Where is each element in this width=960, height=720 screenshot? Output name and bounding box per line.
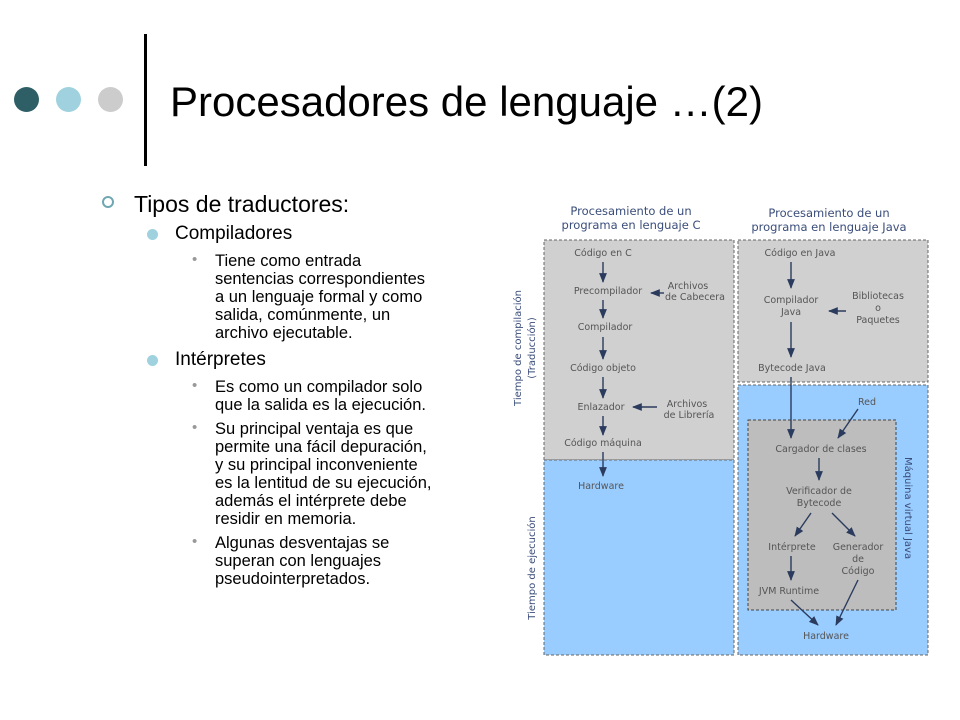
section-label: Compiladores <box>175 223 293 244</box>
node-archivos-libreria-1: Archivos <box>667 399 708 410</box>
heading-bullet: Tipos de traductores: <box>100 190 510 218</box>
bullet-line: permite una fácil depuración, <box>215 438 427 456</box>
bullet-line: a un lenguaje formal y como <box>215 288 423 306</box>
node-cargador: Cargador de clases <box>775 444 866 455</box>
bullet-icon: • <box>192 419 198 436</box>
bullet-line: Su principal ventaja es que <box>215 420 414 438</box>
node-compilador: Compilador <box>578 322 633 333</box>
java-header-line2: programa en lenguaje Java <box>751 220 906 234</box>
node-bibliotecas-1: Bibliotecas <box>852 291 904 302</box>
bullet-line: Algunas desventajas se <box>215 534 390 552</box>
c-header-line1: Procesamiento de un <box>570 204 691 218</box>
bullet-interpretes-1: • Es como un compilador solo que la sali… <box>100 377 510 414</box>
node-bibliotecas-2: o <box>875 303 881 314</box>
node-verificador-2: Bytecode <box>797 498 842 509</box>
java-header-line1: Procesamiento de un <box>768 206 889 220</box>
ring-bullet-icon <box>102 196 114 208</box>
node-jvm-runtime: JVM Runtime <box>758 586 819 597</box>
bullet-icon: • <box>192 251 198 268</box>
compile-time-label-1: Tiempo de compilación <box>512 290 524 407</box>
node-codigo-maquina: Código máquina <box>564 438 642 449</box>
compile-time-label-2: (Traducción) <box>526 317 538 379</box>
bullet-line: es la lentitud de su ejecución, <box>215 474 432 492</box>
node-generador-3: Código <box>842 566 875 577</box>
bullet-interpretes-3: • Algunas desventajas se superan con len… <box>100 533 510 588</box>
bullet-line: archivo ejecutable. <box>215 324 353 342</box>
bullet-line: y su principal inconveniente <box>215 456 418 474</box>
dot-bullet-icon <box>147 355 158 366</box>
node-archivos-cabecera-2: de Cabecera <box>665 292 725 303</box>
decor-dot-gray <box>98 87 123 112</box>
heading-text: Tipos de traductores: <box>134 191 350 217</box>
node-archivos-cabecera-1: Archivos <box>668 281 709 292</box>
jvm-label: Máquina virtual Java <box>902 457 914 559</box>
node-codigo-java: Código en Java <box>765 248 836 259</box>
bullet-icon: • <box>192 533 198 550</box>
decor-dot-dark <box>14 87 39 112</box>
section-compiladores: Compiladores <box>100 222 510 246</box>
node-verificador-1: Verificador de <box>786 486 852 497</box>
bullet-line: pseudointerpretados. <box>215 570 371 588</box>
node-red: Red <box>858 397 876 408</box>
bullet-line: además el intérprete debe <box>215 492 407 510</box>
arrow-j-6 <box>831 512 856 537</box>
c-header-line2: programa en lenguaje C <box>562 218 701 232</box>
node-generador-1: Generador <box>833 542 884 553</box>
bullet-line: sentencias correspondientes <box>215 270 426 288</box>
node-interprete: Intérprete <box>768 542 816 553</box>
bullet-line: superan con lenguajes <box>215 552 382 570</box>
arrow-j-8 <box>790 599 819 626</box>
decor-dot-light <box>56 87 81 112</box>
section-interpretes: Intérpretes <box>100 348 510 372</box>
run-time-label: Tiempo de ejecución <box>526 516 538 620</box>
node-archivos-libreria-2: de Librería <box>664 410 715 421</box>
node-compilador-java-2: Java <box>780 307 801 318</box>
bullet-line: Es como un compilador solo <box>215 378 423 396</box>
jvm-panel <box>747 419 897 611</box>
node-bibliotecas-3: Paquetes <box>856 315 900 326</box>
bullet-interpretes-2: • Su principal ventaja es que permite un… <box>100 419 510 528</box>
bullet-content: Tipos de traductores: Compiladores • Tie… <box>100 190 510 590</box>
node-hardware-java: Hardware <box>803 631 849 642</box>
bullet-line: Tiene como entrada <box>215 252 362 270</box>
c-runtime-panel <box>543 459 735 656</box>
bullet-line: salida, comúnmente, un <box>215 306 391 324</box>
section-label: Intérpretes <box>175 349 266 370</box>
arrow-red <box>837 408 859 439</box>
c-compile-panel <box>543 239 735 461</box>
node-enlazador: Enlazador <box>577 402 624 413</box>
title-divider <box>144 34 147 166</box>
bullet-compiladores-1: • Tiene como entrada sentencias correspo… <box>100 251 510 342</box>
arrow-j-9 <box>835 579 859 626</box>
node-bytecode: Bytecode Java <box>758 363 826 374</box>
arrow-j-5 <box>794 512 812 537</box>
dot-bullet-icon <box>147 229 158 240</box>
slide-title: Procesadores de lenguaje …(2) <box>170 78 764 125</box>
node-precompilador: Precompilador <box>574 286 642 297</box>
node-compilador-java-1: Compilador <box>764 295 819 306</box>
bullet-line: que la salida es la ejecución. <box>215 396 426 414</box>
bullet-icon: • <box>192 377 198 394</box>
bullet-line: residir en memoria. <box>215 510 357 528</box>
node-codigo-c: Código en C <box>574 248 632 259</box>
node-hardware-c: Hardware <box>578 481 624 492</box>
node-generador-2: de <box>852 554 864 565</box>
node-codigo-objeto: Código objeto <box>570 363 636 374</box>
